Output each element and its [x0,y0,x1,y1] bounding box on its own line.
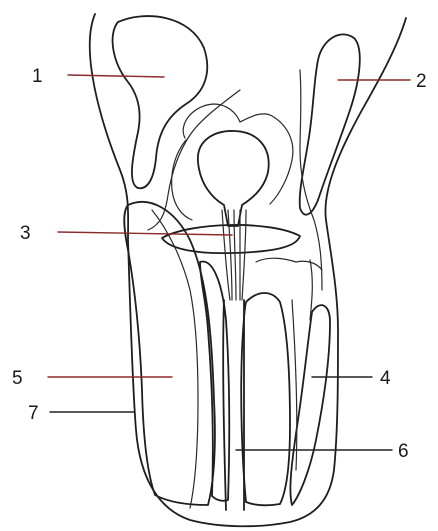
left-chamber-inner-line [152,210,198,508]
label-3: 3 [20,223,31,244]
fibres [222,210,246,300]
label-5: 5 [12,368,23,389]
structure-2-upper-right [300,34,360,214]
structure-6-central-column [241,293,290,505]
bulb-head [198,131,269,226]
head-side-lobes [172,104,293,220]
label-1: 1 [32,66,43,87]
label-2: 2 [416,71,427,92]
structure-5-left-chamber [124,202,215,505]
label-4: 4 [380,368,391,389]
label-7: 7 [28,403,39,424]
structure-3-central-band [162,225,300,253]
label-6: 6 [398,441,409,462]
inner-sac-outline-right [300,70,322,290]
number-labels: 1 2 3 4 5 6 7 [12,66,427,462]
shaded-structures [113,16,360,505]
leader-line-3 [58,232,232,235]
structure-1-upper-left [113,16,208,188]
leader-line-1 [68,75,164,77]
